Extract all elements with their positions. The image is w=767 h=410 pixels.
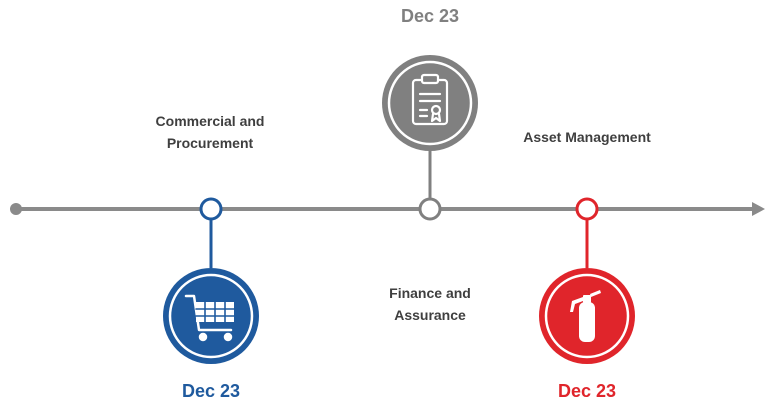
label-line: Asset Management — [523, 129, 651, 145]
label-line: Commercial and — [155, 113, 265, 129]
milestone-finance-assurance — [382, 55, 478, 221]
milestone-date-finance-assurance: Dec 23 — [400, 6, 460, 26]
label-line: Assurance — [394, 307, 466, 323]
timeline-marker — [575, 197, 599, 221]
timeline-start-dot — [10, 203, 22, 215]
icon-badge-ring — [168, 273, 254, 359]
timeline-marker — [418, 197, 442, 221]
label-line: Procurement — [166, 135, 254, 151]
timeline-arrow-head — [752, 202, 765, 216]
shopping-cart-icon — [184, 294, 235, 342]
milestone-asset-management — [539, 197, 635, 364]
icon-badge-ring — [387, 60, 473, 146]
milestone-label-commercial-procurement: Commercial and Procurement — [120, 110, 300, 154]
icon-badge-ring — [544, 273, 630, 359]
milestone-label-finance-assurance: Finance and Assurance — [340, 282, 520, 326]
icon-badge — [382, 55, 478, 151]
milestone-date-asset-management: Dec 23 — [557, 381, 617, 401]
milestone-date-commercial-procurement: Dec 23 — [181, 381, 241, 401]
fire-extinguisher-icon — [570, 290, 601, 342]
milestone-label-asset-management: Asset Management — [497, 126, 677, 148]
label-line: Finance and — [389, 285, 471, 301]
clipboard-certificate-icon — [411, 73, 449, 126]
milestone-commercial-procurement — [163, 197, 259, 364]
timeline-marker — [199, 197, 223, 221]
